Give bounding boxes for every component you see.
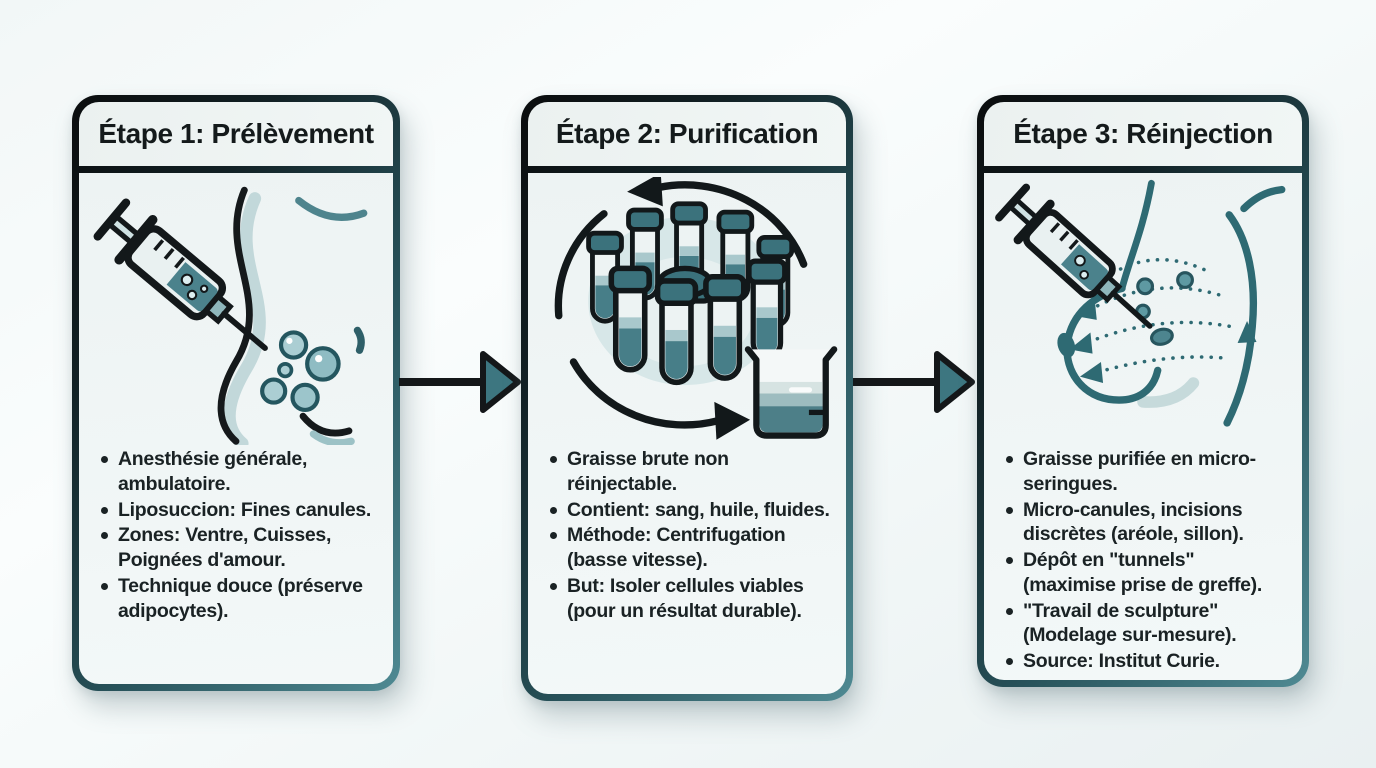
step-card-purification: Étape 2: Purification [521, 95, 853, 701]
step-card-prelevement: Étape 1: Prélèvement [72, 95, 400, 691]
bullet-item: Méthode: Centrifugation (basse vitesse). [546, 523, 832, 573]
step-3-header: Étape 3: Réinjection [984, 102, 1302, 166]
step-2-bullet-list: Graisse brute non réinjectable.Contient:… [528, 447, 846, 624]
bullet-item: Graisse brute non réinjectable. [546, 447, 832, 497]
bullet-item: Zones: Ventre, Cuisses, Poignées d'amour… [97, 523, 379, 573]
bullet-item: Source: Institut Curie. [1002, 649, 1288, 674]
step-2-title: Étape 2: Purification [555, 118, 819, 149]
step-3-bullet-list: Graisse purifiée en micro-seringues.Micr… [984, 447, 1302, 675]
bullet-item: Liposuccion: Fines canules. [97, 498, 379, 523]
step-1-bullet-list: Anesthésie générale, ambulatoire.Liposuc… [79, 447, 393, 624]
step-card-reinjection: Étape 3: Réinjection [977, 95, 1309, 687]
bullet-item: But: Isoler cellules viables (pour un ré… [546, 574, 832, 624]
step-2-header: Étape 2: Purification [528, 102, 846, 166]
syringe-liposuction-illustration [79, 186, 368, 445]
bullet-item: Graisse purifiée en micro-seringues. [1002, 447, 1288, 497]
step-3-body: Graisse purifiée en micro-seringues.Micr… [984, 173, 1302, 680]
bullet-item: Micro-canules, incisions discrètes (aréo… [1002, 498, 1288, 548]
step-1-body: Anesthésie générale, ambulatoire.Liposuc… [79, 173, 393, 684]
centrifuge-tubes-beaker-illustration [554, 177, 838, 440]
arrow-right-icon [853, 351, 975, 413]
bullet-item: Contient: sang, huile, fluides. [546, 498, 832, 523]
step-1-title: Étape 1: Prélèvement [98, 118, 374, 149]
bullet-item: Dépôt en "tunnels" (maximise prise de gr… [1002, 548, 1288, 598]
bullet-item: Technique douce (préserve adipocytes). [97, 574, 379, 624]
arrow-right-icon [399, 351, 521, 413]
syringe-breast-injection-illustration [984, 179, 1286, 427]
step-3-title: Étape 3: Réinjection [1013, 118, 1273, 149]
bullet-item: "Travail de sculpture" (Modelage sur-mes… [1002, 599, 1288, 649]
bullet-item: Anesthésie générale, ambulatoire. [97, 447, 379, 497]
step-2-body: Graisse brute non réinjectable.Contient:… [528, 173, 846, 694]
step-1-header: Étape 1: Prélèvement [79, 102, 393, 166]
